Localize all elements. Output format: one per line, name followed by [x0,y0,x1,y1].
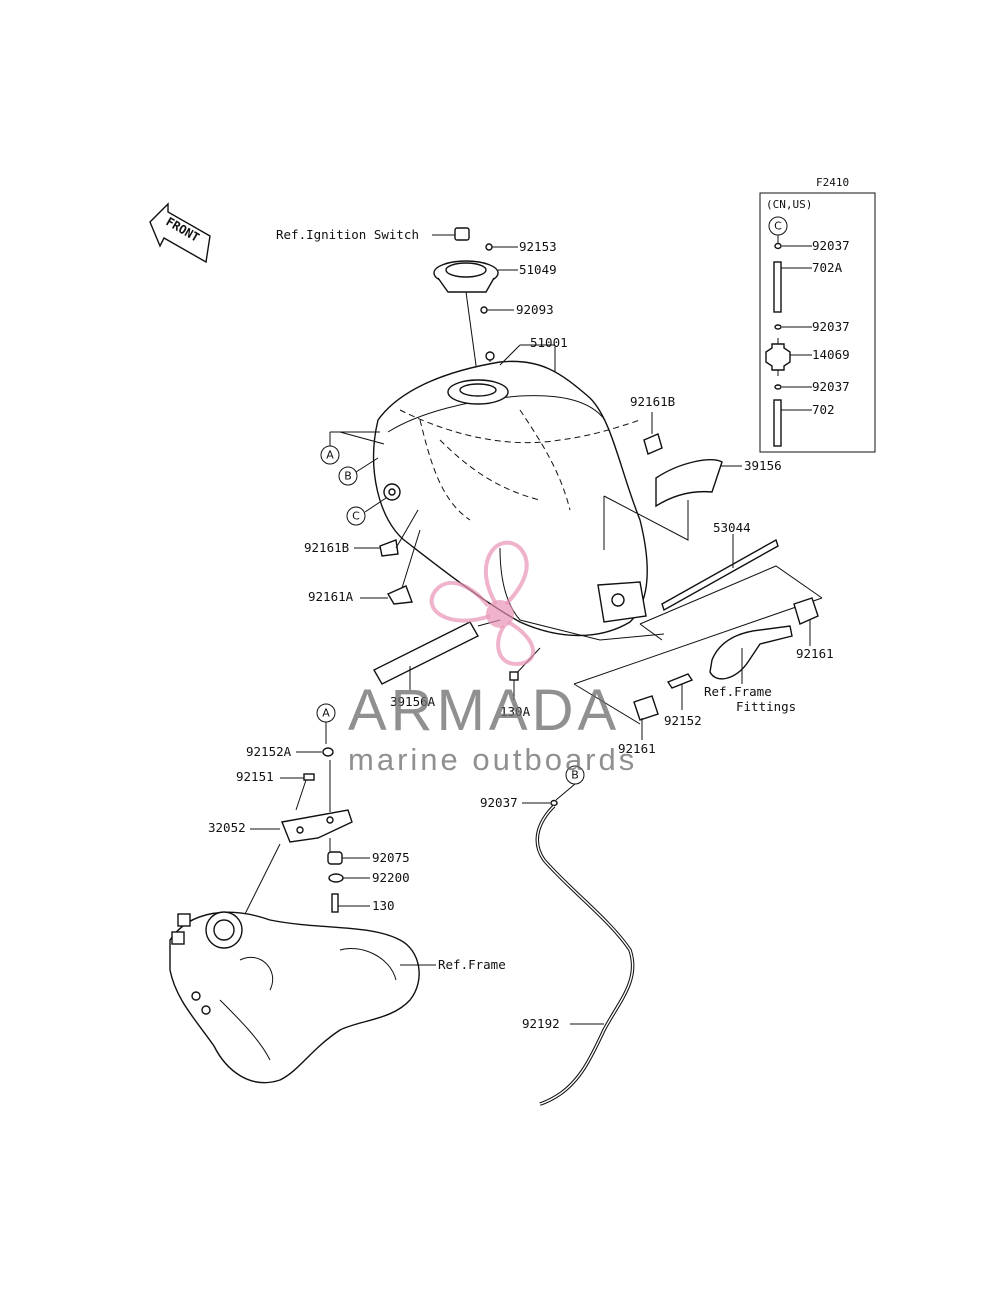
callout-92161b-left: 92161B [304,540,349,555]
callout-92153: 92153 [519,239,557,254]
inset-part-14069: 14069 [812,347,850,362]
strip-53044: 53044 [639,520,823,641]
inset-part-92037-3: 92037 [812,379,850,394]
callout-92152: 92152 [664,713,702,728]
bolt-130a: 130A [500,647,541,719]
callout-39156: 39156 [744,458,782,473]
callout-92161b-top: 92161B [630,394,675,409]
pad-39156: 39156 [603,458,782,550]
callout-92151: 92151 [236,769,274,784]
ref-letter-c-left: C [352,510,360,523]
ref-letter-a-lower: A [322,707,330,720]
callout-92161-right: 92161 [796,646,834,661]
ref-letter-b-hose: B [571,769,579,782]
front-direction-arrow: FRONT [149,202,211,264]
callout-92161a: 92161A [308,589,354,604]
ref-letter-b-top: B [344,470,352,483]
tank-ref-letters: A B C [320,431,387,526]
bracket-assembly: A 92152A 92151 32052 92075 92200 130 [208,703,410,933]
callout-92161-mid: 92161 [618,741,656,756]
callout-39156a: 39156A [390,694,436,709]
ref-frame-fittings-label-1: Ref.Frame [704,684,772,699]
pads-left: 92161B 92161A [304,509,421,605]
watermark-tagline: marine outboards [348,742,637,777]
inset-part-702A: 702A [812,260,843,275]
watermark-logo [429,540,535,667]
ref-frame-fittings-label-2: Fittings [736,699,796,714]
callout-92200: 92200 [372,870,410,885]
watermark: ARMADA marine outboards [348,540,637,777]
fuel-tank: 51001 [372,335,648,637]
ref-frame-label: Ref.Frame [438,957,506,972]
callout-92152a: 92152A [246,744,292,759]
frame: Ref.Frame [169,911,506,1084]
callout-32052: 32052 [208,820,246,835]
callout-130: 130 [372,898,395,913]
callout-92075: 92075 [372,850,410,865]
callout-51001: 51001 [530,335,568,350]
inset-ref-letter: C [774,220,782,233]
frame-fittings: 92161 Ref.Frame Fittings 92152 92161 [573,597,834,756]
callout-92093: 92093 [516,302,554,317]
inset-part-92037-1: 92037 [812,238,850,253]
hose-39156a: 39156A [373,547,665,709]
callout-130a: 130A [500,704,531,719]
inset-part-702: 702 [812,402,835,417]
inset-part-92037-2: 92037 [812,319,850,334]
diagram-code: F2410 [816,176,849,189]
fuel-cap-assembly: Ref.Ignition Switch 92153 51049 92093 [276,227,557,381]
ref-letter-a-top: A [326,449,334,462]
inset-cn-us: F2410 (CN,US) C 92037 702A 92037 14069 9… [759,176,876,453]
callout-92192: 92192 [522,1016,560,1031]
callout-51049: 51049 [519,262,557,277]
inset-region-label: (CN,US) [766,198,812,211]
ref-ignition-switch-label: Ref.Ignition Switch [276,227,419,242]
pad-92161b-top: 92161B [630,394,675,455]
callout-53044: 53044 [713,520,751,535]
watermark-brand: ARMADA [348,678,620,743]
callout-92037-hose: 92037 [480,795,518,810]
breather-hose-92192: B 92037 92192 [480,765,635,1106]
